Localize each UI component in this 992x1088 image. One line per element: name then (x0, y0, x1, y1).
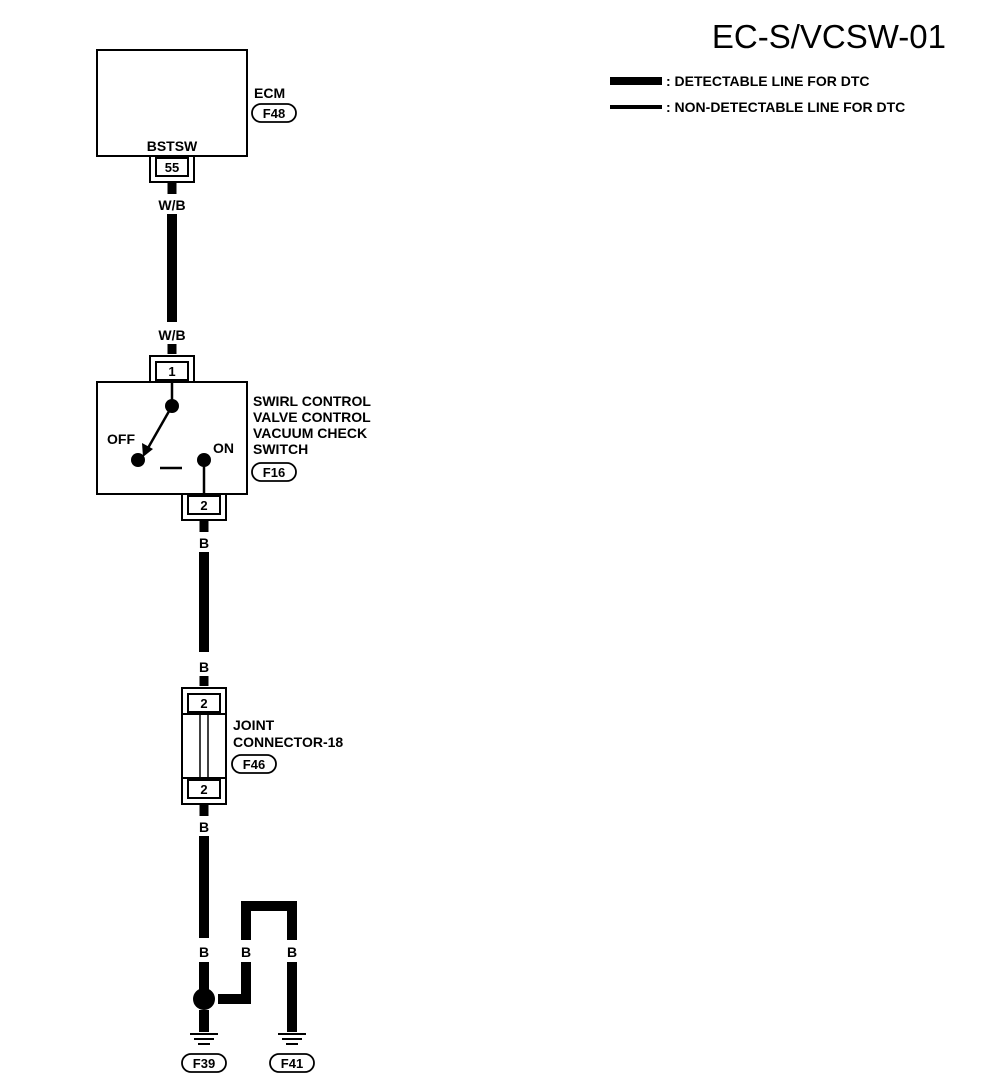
wire-ground-mid-label: B (241, 944, 251, 960)
wire-switch-out-label: B (199, 535, 209, 551)
legend-detectable-label: : DETECTABLE LINE FOR DTC (666, 73, 870, 89)
wire-ground-loop (241, 901, 297, 940)
joint-body (181, 713, 227, 779)
joint-bottom-pin: 2 (200, 782, 207, 797)
ground-left-badge (181, 1053, 227, 1073)
wire-switch-in-label: W/B (158, 327, 185, 343)
joint-connector-badge (231, 754, 277, 774)
joint-name-line-1: JOINT (233, 717, 275, 733)
switch-off-contact (131, 453, 145, 467)
wire-ground-right-label: B (287, 944, 297, 960)
wire-joint-out-label: B (199, 819, 209, 835)
ground-left-connector-id: F39 (193, 1056, 215, 1071)
joint-top-pin: 2 (200, 696, 207, 711)
switch-name-line-1: SWIRL CONTROL (253, 393, 371, 409)
wire-ground-left-label: B (199, 944, 209, 960)
ecm-label: ECM (254, 85, 285, 101)
switch-connector-badge (251, 462, 297, 482)
switch-top-pin-box (155, 361, 189, 381)
switch-lever (146, 405, 174, 449)
switch-top-pin: 1 (168, 364, 175, 379)
wire-ecm-out-label: W/B (158, 197, 185, 213)
ecm-block: ECM F48 BSTSW 55 (96, 49, 297, 183)
ground-symbol-right (278, 1033, 306, 1045)
ground-right-badge (269, 1053, 315, 1073)
switch-lever-arrow (142, 443, 153, 457)
wire-ground-mid-drop (218, 962, 251, 1004)
splice-point (193, 988, 215, 1010)
wire-joint-in-label: B (199, 659, 209, 675)
joint-connector-id: F46 (243, 757, 265, 772)
switch-block: 1 OFF ON SWIRL CONTROL VALVE CONTROL VAC… (96, 355, 371, 521)
switch-name-line-3: VACUUM CHECK (253, 425, 367, 441)
switch-name-line-4: SWITCH (253, 441, 308, 457)
joint-bottom-pin-box (187, 779, 221, 799)
switch-bottom-pin-box (187, 495, 221, 515)
ecm-connector-badge (251, 103, 297, 123)
ecm-connector-id: F48 (263, 106, 285, 121)
joint-top-pin-box (187, 693, 221, 713)
legend-non-detectable-label: : NON-DETECTABLE LINE FOR DTC (666, 99, 905, 115)
ecm-pin-number: 55 (165, 160, 179, 175)
legend: : DETECTABLE LINE FOR DTC : NON-DETECTAB… (610, 73, 905, 115)
switch-on-label: ON (213, 440, 234, 456)
switch-top-housing (149, 355, 195, 382)
joint-connector-block: 2 2 JOINT CONNECTOR-18 F46 (181, 687, 343, 805)
diagram-title: EC-S/VCSW-01 (712, 18, 946, 55)
switch-bottom-pin: 2 (200, 498, 207, 513)
switch-off-label: OFF (107, 431, 135, 447)
ecm-pin-box (155, 157, 189, 177)
switch-connector-id: F16 (263, 465, 285, 480)
ecm-terminal-name: BSTSW (147, 138, 198, 154)
switch-name-line-2: VALVE CONTROL (253, 409, 371, 425)
joint-top-housing (181, 687, 227, 714)
ecm-box (96, 49, 248, 157)
ground-right-connector-id: F41 (281, 1056, 303, 1071)
ground-symbol-left (190, 1033, 218, 1045)
joint-name-line-2: CONNECTOR-18 (233, 734, 343, 750)
